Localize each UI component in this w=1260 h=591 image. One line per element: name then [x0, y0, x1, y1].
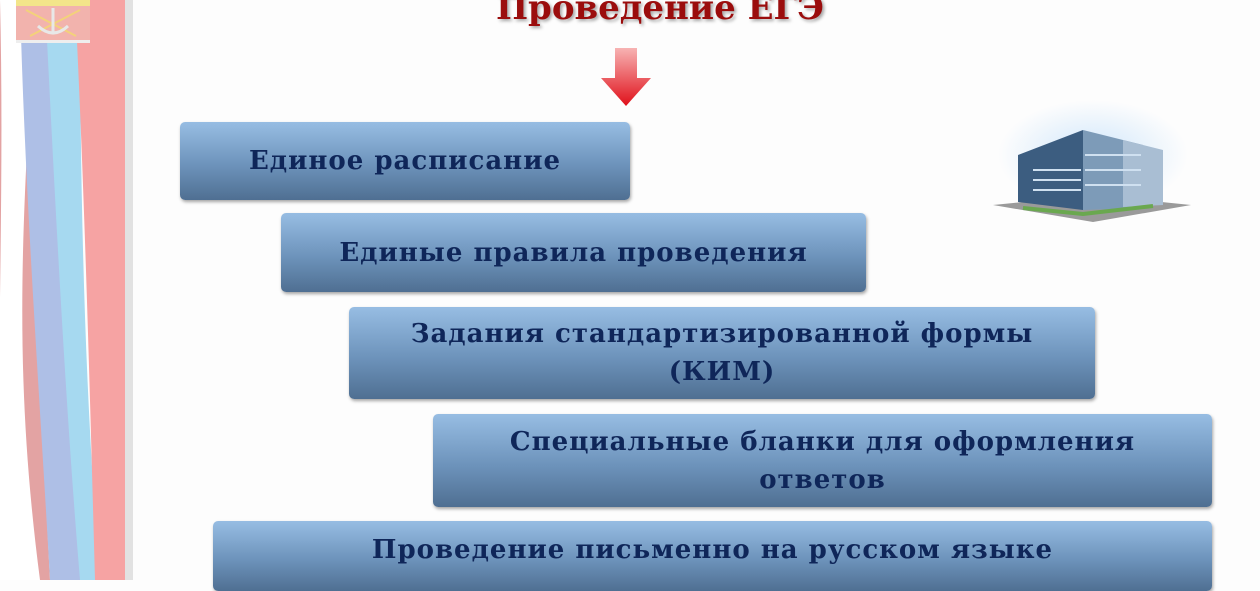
flag-ribbon-decoration — [0, 0, 133, 580]
item-label: Единое расписание — [248, 146, 562, 176]
item-unified-schedule: Единое расписание — [180, 122, 630, 200]
item-special-forms: Специальные бланки для оформления ответо… — [433, 414, 1212, 507]
slide-title: Проведение ЕГЭ — [495, 0, 825, 28]
item-unified-rules: Единые правила проведения — [281, 213, 866, 292]
item-label: Специальные бланки для оформления ответо… — [509, 426, 1136, 495]
item-label: Задания стандартизированной формы (КИМ) — [410, 319, 1034, 387]
coat-of-arms-emblem — [16, 0, 90, 43]
down-arrow-icon — [601, 48, 651, 106]
item-standardized-tasks: Задания стандартизированной формы (КИМ) — [349, 307, 1095, 399]
building-illustration — [993, 100, 1191, 222]
item-russian-language: Проведение письменно на русском языке — [213, 521, 1212, 591]
item-label: Проведение письменно на русском языке — [371, 535, 1054, 565]
item-label: Единые правила проведения — [339, 237, 808, 268]
